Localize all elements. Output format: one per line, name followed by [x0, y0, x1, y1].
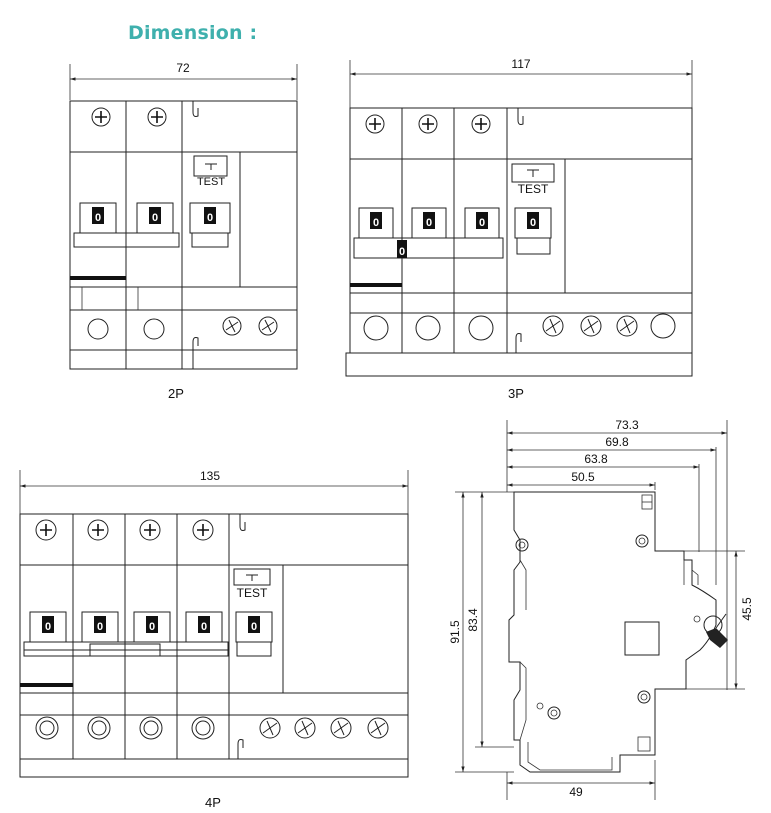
clip-icon [237, 739, 244, 759]
height-dimension-label: 91.5 [448, 620, 462, 644]
handle-label: 0 [426, 217, 432, 229]
handle-label: 0 [95, 212, 101, 224]
rivet-icon [547, 706, 561, 720]
screw-icon [192, 519, 214, 541]
clip-icon [192, 337, 199, 369]
breaker-side-view: 73.3 69.8 63.8 50.5 91.5 83.4 45.5 49 [448, 418, 754, 800]
view-caption-2p: 2P [168, 386, 184, 401]
terminal-screw-icon [367, 717, 389, 739]
handle-tie-bar [73, 232, 180, 248]
clip-icon [192, 101, 199, 117]
handle-label: 0 [251, 621, 257, 633]
hole-icon [536, 702, 544, 710]
terminal-screw-icon [294, 717, 316, 739]
depth-dimension-label: 69.8 [605, 435, 629, 449]
handle-label: 0 [149, 621, 155, 633]
handle-label: 0 [399, 246, 405, 258]
side-housing-outline [508, 491, 717, 773]
terminal-screw-icon [330, 717, 352, 739]
view-caption-4p: 4P [205, 795, 221, 810]
width-dimension-label: 72 [176, 61, 190, 75]
screw-icon [87, 519, 109, 541]
screw-icon [91, 107, 111, 127]
screw-icon [418, 114, 438, 134]
screw-icon [365, 114, 385, 134]
terminal-screw-icon [258, 316, 278, 336]
terminal-icon [363, 315, 389, 341]
height-dimension-label: 45.5 [740, 597, 754, 621]
hole-icon [693, 615, 701, 623]
handle-label: 0 [97, 621, 103, 633]
terminal-icon [87, 318, 109, 340]
handle-label: 0 [201, 621, 207, 633]
terminal-screw-icon [222, 316, 242, 336]
breaker-4p-front-view: 135 TEST 0 0 0 0 0 [19, 469, 409, 810]
rivet-icon [515, 538, 529, 552]
width-dimension-label: 135 [200, 469, 220, 483]
handle-label: 0 [207, 212, 213, 224]
height-dimension-label: 83.4 [466, 608, 480, 632]
test-button-icon [527, 169, 539, 177]
test-button-label: TEST [237, 586, 268, 600]
clip-icon [515, 333, 522, 353]
terminal-icon [87, 716, 111, 740]
terminal-screw-icon [616, 315, 638, 337]
view-caption-3p: 3P [508, 386, 524, 401]
screw-icon [147, 107, 167, 127]
handle-tie-bar [353, 237, 504, 259]
terminal-screw-icon [580, 315, 602, 337]
handle-label: 0 [45, 621, 51, 633]
terminal-icon [650, 313, 676, 339]
test-button-label: TEST [197, 176, 225, 188]
base-width-dimension-label: 49 [569, 785, 583, 799]
terminal-icon [35, 716, 59, 740]
terminal-icon [139, 716, 163, 740]
terminal-icon [415, 315, 441, 341]
rivet-icon [635, 534, 649, 548]
clip-icon [239, 514, 246, 531]
dimension-title: Dimension : [128, 22, 258, 44]
terminal-screw-icon [542, 315, 564, 337]
handle-label: 0 [152, 212, 158, 224]
label-window [624, 621, 660, 656]
clip-icon [517, 108, 524, 125]
breaker-3p-front-view: 117 TEST 0 0 0 0 0 [345, 57, 693, 401]
depth-dimension-label: 50.5 [571, 470, 595, 484]
depth-dimension-label: 73.3 [615, 418, 639, 432]
handle-label: 0 [373, 217, 379, 229]
terminal-icon [191, 716, 215, 740]
test-button-icon [246, 574, 258, 581]
test-button-label: TEST [518, 182, 549, 196]
depth-dimension-label: 63.8 [584, 452, 608, 466]
rivet-icon [637, 690, 651, 704]
handle-label: 0 [479, 217, 485, 229]
terminal-icon [143, 318, 165, 340]
screw-icon [35, 519, 57, 541]
width-dimension-label: 117 [511, 57, 530, 71]
toggle-lever-icon [703, 613, 728, 648]
test-button-icon [205, 163, 217, 170]
screw-icon [471, 114, 491, 134]
handle-label: 0 [530, 217, 536, 229]
breaker-2p-front-view: 72 TEST 0 0 0 2P [69, 61, 298, 401]
terminal-screw-icon [259, 717, 281, 739]
screw-icon [139, 519, 161, 541]
terminal-icon [468, 315, 494, 341]
